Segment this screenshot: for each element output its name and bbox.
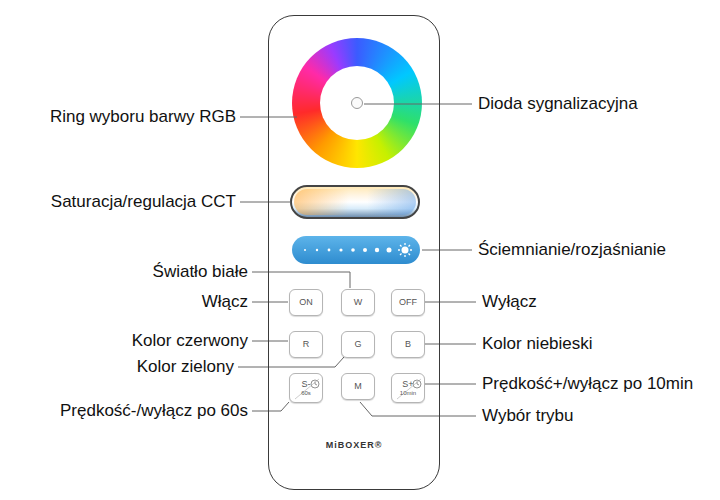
callout-label: Kolor czerwony <box>132 330 248 352</box>
callout-label: Wybór trybu <box>482 405 573 427</box>
button-label: B <box>405 340 411 349</box>
remote-button: B <box>391 331 425 358</box>
indicator-led <box>351 97 363 109</box>
callout-label: Ring wyboru barwy RGB <box>50 106 236 128</box>
button-label: ON <box>299 298 313 307</box>
remote-button: W <box>341 289 375 316</box>
callout-label: Włącz <box>202 291 248 313</box>
button-label: W <box>354 298 363 307</box>
remote-button: S-60s <box>289 373 323 403</box>
callout-label: Wyłącz <box>482 291 537 313</box>
callout-label: Światło białe <box>153 261 248 283</box>
remote-button: S+10min <box>391 373 425 403</box>
remote-button: ON <box>289 289 323 316</box>
button-label: 60s <box>301 390 311 396</box>
callout-label: Kolor niebieski <box>482 333 593 355</box>
callout-label: Prędkość-/wyłącz po 60s <box>60 400 248 422</box>
button-label: G <box>354 340 361 349</box>
saturation-tint <box>294 189 416 215</box>
callout-label: Dioda sygnalizacyjna <box>478 93 638 115</box>
remote-button: G <box>341 331 375 358</box>
remote-button: OFF <box>391 289 425 316</box>
button-label: 10min <box>400 390 416 396</box>
callout-label: Prędkość+/wyłącz po 10min <box>482 373 693 395</box>
button-label: S+ <box>402 380 413 389</box>
brand-logo: MiBOXER® <box>269 440 439 450</box>
button-label: M <box>354 382 362 391</box>
remote-housing: MiBOXER® ON W OFF R G B S-60s M S+10min <box>268 15 440 490</box>
button-label: S- <box>302 380 311 389</box>
callout-label: Kolor zielony <box>137 356 234 378</box>
dimming-slider <box>292 236 420 264</box>
callout-label: Ściemnianie/rozjaśnianie <box>478 239 666 261</box>
remote-button: R <box>289 331 323 358</box>
remote-button: M <box>341 373 375 400</box>
button-label: OFF <box>399 298 417 307</box>
callout-label: Saturacja/regulacja CCT <box>51 191 236 213</box>
button-label: R <box>303 340 310 349</box>
